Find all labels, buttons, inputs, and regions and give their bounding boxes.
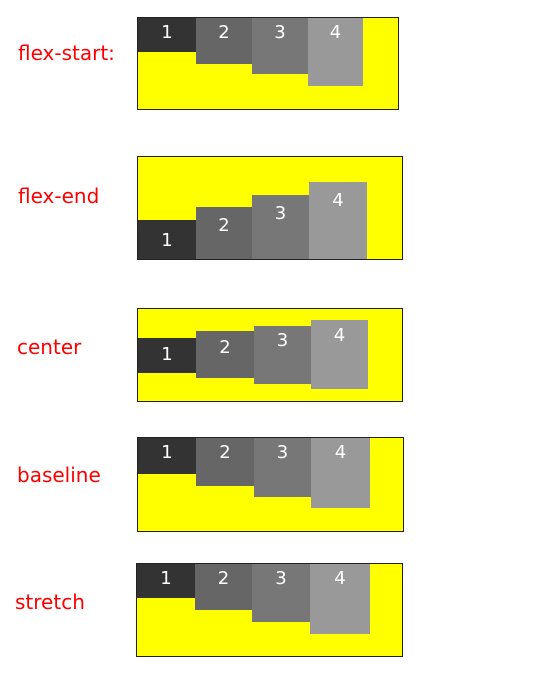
flex-item-2: 2	[196, 18, 252, 64]
flex-item-1: 1	[137, 564, 195, 598]
flex-item-4: 4	[308, 18, 363, 86]
demo-container-flex-end: 1 2 3 4	[137, 156, 403, 260]
flex-item-3: 3	[254, 438, 311, 497]
flex-item-3: 3	[254, 326, 311, 384]
label-stretch: stretch	[15, 590, 85, 614]
flex-item-2: 2	[196, 207, 252, 259]
flex-item-2: 2	[195, 564, 252, 610]
label-flex-start: flex-start:	[18, 41, 115, 65]
flex-item-3: 3	[252, 564, 310, 622]
label-flex-end: flex-end	[18, 184, 100, 208]
flex-item-2: 2	[196, 331, 254, 378]
flex-item-1: 1	[138, 438, 196, 474]
demo-container-flex-start: 1 2 3 4	[137, 17, 399, 110]
label-baseline: baseline	[17, 463, 101, 487]
flex-item-4: 4	[309, 182, 367, 259]
demo-container-baseline: 1 2 3 4	[137, 437, 404, 532]
flex-item-1: 1	[138, 220, 196, 259]
demo-container-stretch: 1 2 3 4	[136, 563, 403, 657]
flex-item-4: 4	[311, 438, 370, 508]
flex-item-3: 3	[252, 195, 309, 259]
label-center: center	[17, 335, 82, 359]
flex-item-4: 4	[311, 320, 368, 389]
flex-item-2: 2	[196, 438, 254, 486]
flex-item-3: 3	[252, 18, 308, 74]
demo-container-center: 1 2 3 4	[137, 308, 403, 402]
flex-item-1: 1	[138, 338, 196, 373]
flex-item-1: 1	[138, 18, 196, 52]
flex-item-4: 4	[310, 564, 370, 634]
